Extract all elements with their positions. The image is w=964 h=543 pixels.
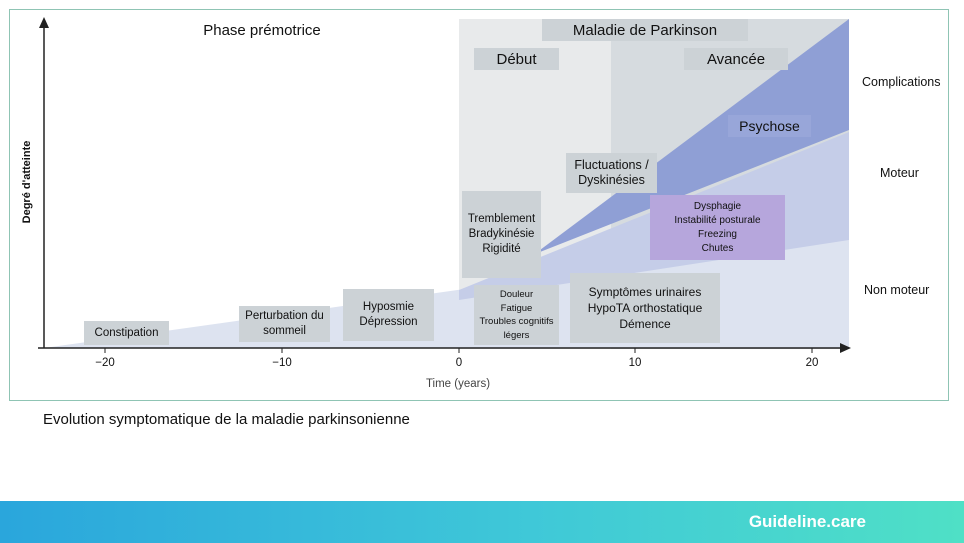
x-tick-label: −20 bbox=[95, 356, 115, 369]
non-motor-category: Non moteur bbox=[864, 283, 930, 297]
complications-category: Complications bbox=[862, 75, 941, 89]
x-tick-label: 10 bbox=[628, 356, 642, 369]
disease-title: Maladie de Parkinson bbox=[542, 19, 748, 41]
y-axis-arrow bbox=[39, 17, 49, 28]
x-tick-label: 0 bbox=[455, 356, 463, 369]
motor-early-box: Tremblement Bradykinésie Rigidité bbox=[462, 191, 541, 278]
brand-logo[interactable]: Guideline.care bbox=[748, 512, 866, 531]
non-motor-early-box: Douleur Fatigue Troubles cognitifs léger… bbox=[474, 285, 559, 345]
motor-category: Moteur bbox=[880, 166, 919, 180]
sleep-disturbance-box: Perturbation du sommeil bbox=[239, 306, 330, 342]
advanced-stage-title: Avancée bbox=[684, 48, 788, 70]
figure-frame bbox=[9, 9, 949, 401]
x-tick-label: −10 bbox=[272, 356, 292, 369]
x-axis-arrow bbox=[840, 343, 851, 353]
psychosis-box: Psychose bbox=[728, 115, 811, 137]
axial-symptoms-box: Dysphagie Instabilité posturale Freezing… bbox=[650, 195, 785, 260]
x-tick-label: 20 bbox=[805, 356, 819, 369]
x-axis-label: Time (years) bbox=[425, 377, 491, 390]
y-axis-label: Degré d'atteinte bbox=[21, 141, 33, 224]
constipation-box: Constipation bbox=[84, 321, 169, 345]
prodromal-phase-title: Phase prémotrice bbox=[203, 21, 321, 39]
hyposmia-depression-box: Hyposmie Dépression bbox=[343, 289, 434, 341]
complications-band bbox=[540, 19, 849, 252]
footer-banner: Guideline.care bbox=[0, 501, 964, 543]
figure-caption: Evolution symptomatique de la maladie pa… bbox=[43, 411, 410, 428]
fluctuations-box: Fluctuations / Dyskinésies bbox=[566, 153, 657, 193]
early-stage-title: Début bbox=[474, 48, 559, 70]
autonomic-dementia-box: Symptômes urinaires HypoTA orthostatique… bbox=[570, 273, 720, 343]
